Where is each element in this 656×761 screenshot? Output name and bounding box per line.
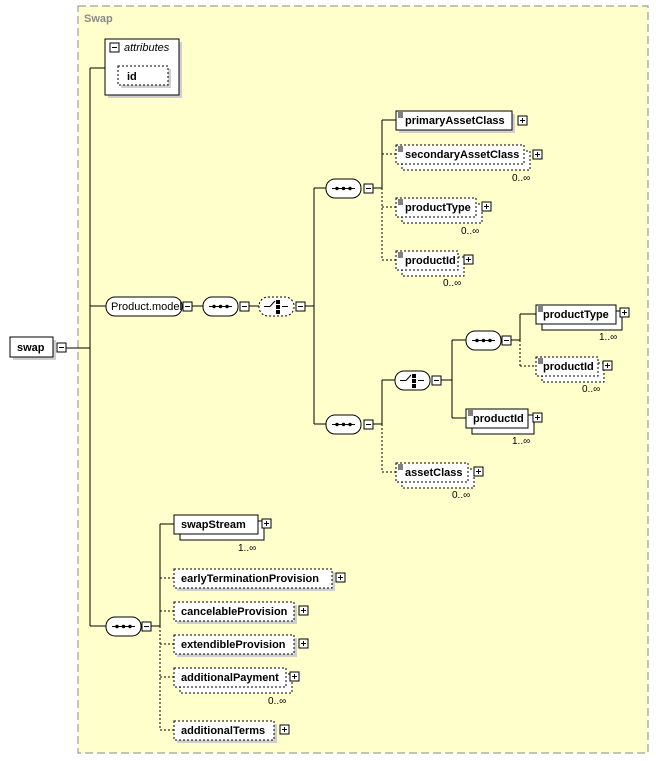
- occurrence-label: 0..∞: [268, 696, 286, 707]
- expand-icon[interactable]: [532, 412, 543, 423]
- element-label: productType: [543, 309, 609, 321]
- element-label: earlyTerminationProvision: [181, 573, 319, 585]
- occurrence-label: 0..∞: [461, 226, 479, 237]
- collapse-icon[interactable]: [431, 375, 442, 386]
- sequence-compositor[interactable]: [105, 616, 152, 637]
- root-label: swap: [17, 342, 45, 354]
- expand-icon[interactable]: [532, 149, 543, 160]
- element-product-id[interactable]: productId 0..∞: [535, 356, 613, 395]
- element-label: primaryAssetClass: [405, 115, 505, 127]
- element-product-id[interactable]: productId 1..∞: [465, 408, 543, 447]
- expand-icon[interactable]: [619, 307, 630, 318]
- element-label: swapStream: [181, 519, 246, 531]
- occurrence-label: 1..∞: [512, 436, 530, 447]
- expand-icon[interactable]: [335, 572, 346, 583]
- expand-icon[interactable]: [602, 360, 613, 371]
- sequence-compositor[interactable]: [325, 178, 374, 199]
- collapse-icon[interactable]: [182, 301, 193, 312]
- expand-icon[interactable]: [289, 671, 300, 682]
- attributes-box: attributes id: [104, 38, 182, 98]
- connectors: [66, 67, 536, 731]
- collapse-icon[interactable]: [363, 183, 374, 194]
- expand-icon[interactable]: [298, 638, 309, 649]
- choice-compositor[interactable]: [394, 370, 442, 391]
- collapse-icon[interactable]: [295, 301, 306, 312]
- element-secondary-asset-class[interactable]: secondaryAssetClass 0..∞: [395, 144, 543, 184]
- attribute-id[interactable]: id: [117, 65, 171, 88]
- expand-icon[interactable]: [517, 115, 528, 126]
- element-label: additionalTerms: [181, 725, 265, 737]
- element-extendible-provision[interactable]: extendibleProvision: [173, 634, 309, 657]
- element-label: assetClass: [405, 467, 463, 479]
- element-label: additionalPayment: [181, 672, 279, 684]
- sequence-compositor[interactable]: [325, 414, 374, 435]
- expand-icon[interactable]: [298, 605, 309, 616]
- element-product-type[interactable]: productType 0..∞: [395, 197, 492, 237]
- element-product-id[interactable]: productId 0..∞: [395, 250, 474, 289]
- occurrence-label: 0..∞: [512, 173, 530, 184]
- attributes-header: attributes: [124, 42, 170, 54]
- occurrence-label: 0..∞: [443, 278, 461, 289]
- expand-icon[interactable]: [463, 254, 474, 265]
- root-element-swap[interactable]: swap: [9, 336, 67, 360]
- element-label: cancelableProvision: [181, 606, 288, 618]
- expand-icon[interactable]: [481, 201, 492, 212]
- element-primary-asset-class[interactable]: primaryAssetClass: [395, 110, 528, 133]
- element-early-termination-provision[interactable]: earlyTerminationProvision: [173, 568, 346, 591]
- collapse-icon[interactable]: [109, 42, 120, 53]
- element-additional-payment[interactable]: additionalPayment 0..∞: [173, 667, 300, 707]
- attribute-id-label: id: [127, 71, 137, 83]
- product-model-label: Product.model: [111, 301, 182, 313]
- element-label: productId: [543, 361, 594, 373]
- collapse-icon[interactable]: [56, 342, 67, 353]
- element-label: secondaryAssetClass: [405, 149, 519, 161]
- occurrence-label: 1..∞: [238, 543, 256, 554]
- element-label: productType: [405, 202, 471, 214]
- expand-icon[interactable]: [473, 466, 484, 477]
- occurrence-label: 1..∞: [599, 332, 617, 343]
- expand-icon[interactable]: [261, 518, 272, 529]
- collapse-icon[interactable]: [141, 621, 152, 632]
- element-label: productId: [405, 255, 456, 267]
- element-swap-stream[interactable]: swapStream 1..∞: [173, 514, 272, 554]
- element-label: extendibleProvision: [181, 639, 286, 651]
- occurrence-label: 0..∞: [582, 384, 600, 395]
- group-title: Swap: [84, 13, 113, 25]
- element-additional-terms[interactable]: additionalTerms: [173, 720, 290, 743]
- choice-compositor[interactable]: [258, 296, 306, 317]
- element-label: productId: [473, 413, 524, 425]
- sequence-compositor[interactable]: [465, 330, 512, 351]
- occurrence-label: 0..∞: [452, 490, 470, 501]
- collapse-icon[interactable]: [363, 419, 374, 430]
- group-product-model[interactable]: Product.model: [105, 296, 193, 317]
- element-asset-class[interactable]: assetClass 0..∞: [395, 462, 484, 501]
- element-cancelable-provision[interactable]: cancelableProvision: [173, 601, 309, 624]
- expand-icon[interactable]: [279, 724, 290, 735]
- sequence-compositor[interactable]: [202, 296, 250, 317]
- element-product-type[interactable]: productType 1..∞: [535, 304, 630, 343]
- collapse-icon[interactable]: [239, 301, 250, 312]
- collapse-icon[interactable]: [501, 335, 512, 346]
